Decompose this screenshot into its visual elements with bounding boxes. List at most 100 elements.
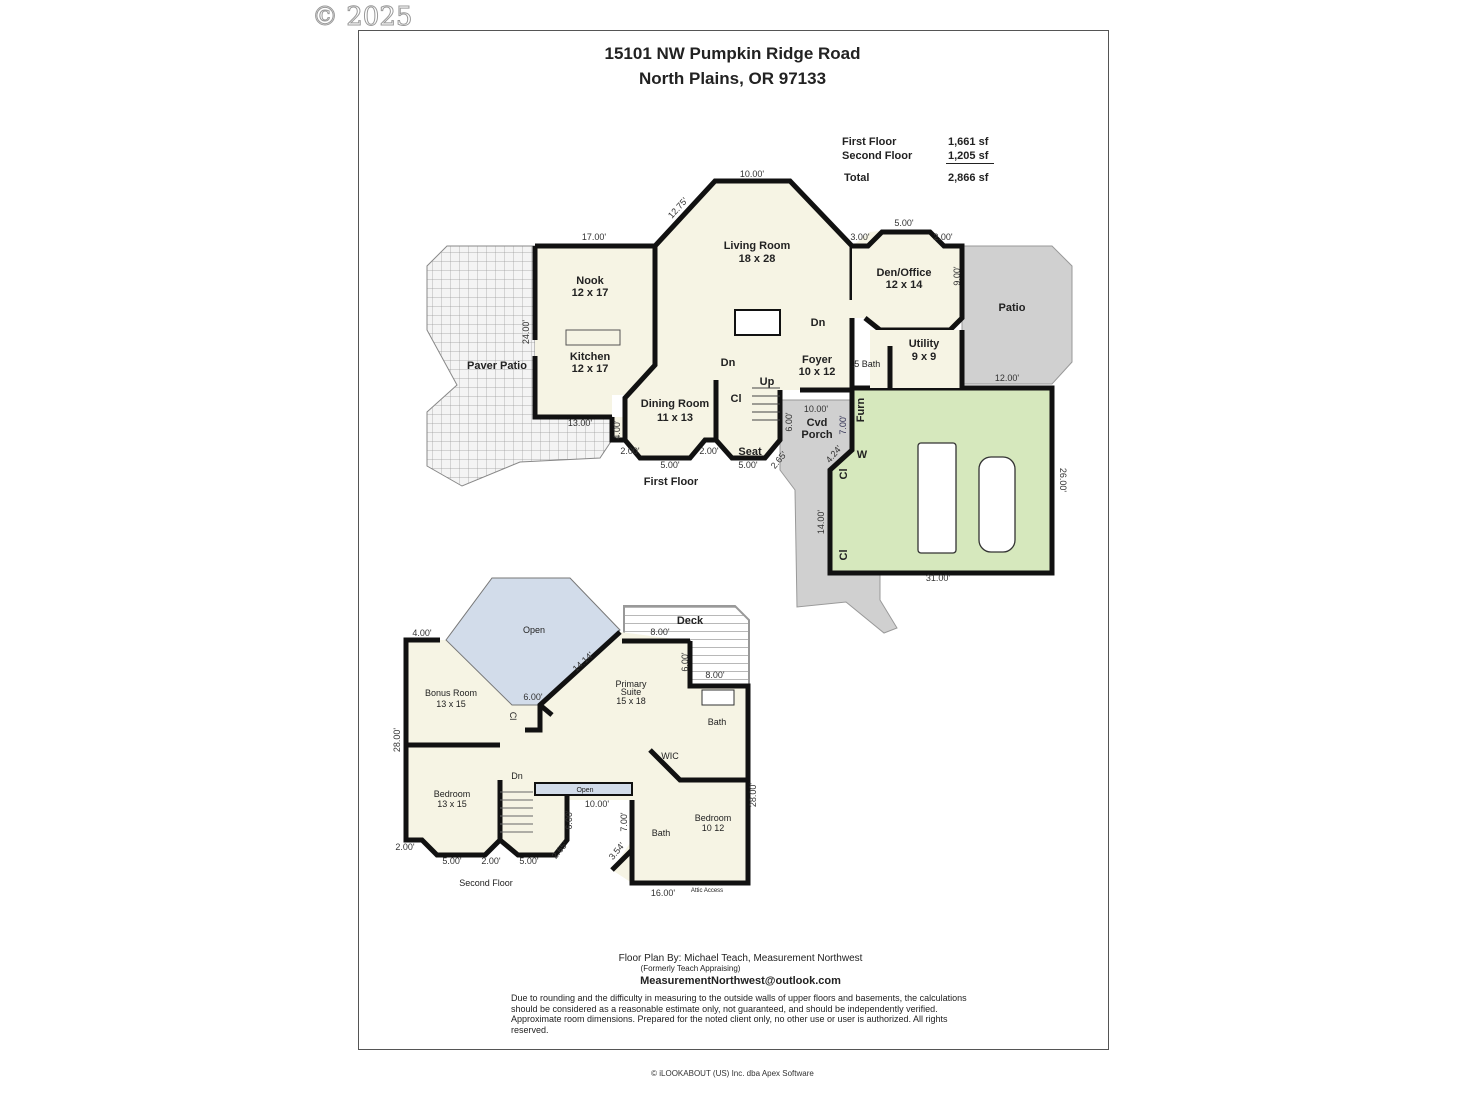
copyright-watermark: © 2025 [311, 2, 413, 33]
dimension: 28.00' [748, 783, 758, 808]
room-size-nook: 12 x 17 [572, 287, 609, 299]
bathtub [701, 689, 735, 706]
room-label-bath: Bath [652, 828, 671, 838]
room-label-porch-2: Porch [801, 429, 832, 441]
room-label-half-bath: .5 Bath [852, 359, 881, 369]
area-value: 2,866 sf [948, 172, 989, 184]
room-label-primary-2: Suite [621, 687, 642, 697]
room-label-deck: Deck [677, 615, 704, 627]
dimension: 10.00' [585, 799, 610, 809]
disclaimer: Due to rounding and the difficulty in me… [511, 993, 967, 1035]
room-label-wic: WIC [661, 751, 679, 761]
room-label-porch: Cvd [807, 417, 828, 429]
divider [946, 163, 994, 164]
fireplace [734, 309, 781, 336]
dimension: 14.00' [816, 510, 826, 535]
area-label: First Floor [842, 136, 897, 148]
room-label-bonus: Bonus Room [425, 688, 477, 698]
area-label: Second Floor [842, 150, 913, 162]
room-label-utility: Utility [909, 338, 940, 350]
room-label-garage-closet: Cl [838, 469, 850, 480]
second-floor-walls [403, 630, 751, 886]
room-size-bedroom: 10 12 [702, 823, 725, 833]
room-size-utility: 9 x 9 [912, 351, 936, 363]
dimension: 5.00' [660, 460, 680, 470]
dimension: 5.00' [519, 856, 539, 866]
dimension: 2.00' [481, 856, 501, 866]
room-label-patio: Patio [999, 302, 1026, 314]
patio [961, 245, 1073, 385]
kitchen-walls [532, 243, 655, 420]
room-size-den: 12 x 14 [886, 279, 924, 291]
dimension: 6.00' [784, 412, 794, 432]
room-label-living: Living Room [724, 240, 791, 252]
contact-email: MeasurementNorthwest@outlook.com [640, 975, 841, 987]
room-label-furnace: Furn [855, 398, 867, 423]
room-label-dining: Dining Room [641, 398, 710, 410]
dimension: 7.00' [838, 415, 848, 435]
dimension: 10.00' [804, 404, 829, 414]
dimension: 28.00' [392, 728, 402, 753]
formerly-note: (Formerly Teach Appraising) [640, 964, 741, 973]
dimension: 5.00' [894, 218, 914, 228]
first-floor [426, 178, 1073, 634]
dimension: 6.00' [523, 692, 543, 702]
room-label-bedroom: Bedroom [695, 813, 732, 823]
room-label-attic: Attic Access [691, 888, 723, 894]
room-label-bath: Bath [708, 717, 727, 727]
stairs-down-label: Dn [721, 357, 736, 369]
area-label: Total [844, 172, 870, 184]
stairs [752, 387, 780, 421]
dimension: 2.00' [699, 446, 719, 456]
address-line-2: North Plains, OR 97133 [638, 69, 827, 88]
room-label-closet: Cl [731, 393, 742, 405]
room-label-open: Open [523, 625, 545, 635]
dimension: 26.00' [1058, 468, 1068, 493]
second-floor [403, 577, 751, 886]
room-label-foyer: Foyer [802, 354, 833, 366]
dimension: 4.00' [612, 420, 622, 440]
dimension: 2.00' [620, 446, 640, 456]
kitchen-island [565, 329, 621, 346]
first-floor-label: First Floor [644, 476, 699, 488]
dimension: 3.00' [850, 232, 870, 242]
room-label-den: Den/Office [876, 267, 931, 279]
dimension: 13.00' [568, 418, 593, 428]
room-label-open: Open [576, 787, 593, 794]
address-line-1: 15101 NW Pumpkin Ridge Road [604, 44, 861, 63]
area-value: 1,661 sf [948, 136, 989, 148]
vehicles [917, 442, 1016, 554]
room-size-primary: 15 x 18 [616, 696, 646, 706]
dimension: 4.00' [412, 628, 432, 638]
document-frame [358, 30, 1109, 1050]
stairs [500, 791, 533, 833]
living-dining-foyer [612, 181, 852, 458]
second-floor-area [406, 632, 748, 883]
dimension: 6.00' [564, 810, 574, 830]
car-icon [978, 456, 1016, 553]
area-value: 1,205 sf [948, 150, 989, 162]
room-size-bedroom: 13 x 15 [437, 799, 467, 809]
second-floor-label: Second Floor [459, 878, 513, 888]
stair-open-area [534, 782, 633, 796]
room-size-dining: 11 x 13 [657, 412, 693, 424]
kitchen-nook [535, 246, 655, 417]
dimension: 17.00' [582, 232, 607, 242]
dimension: 8.00' [705, 670, 725, 680]
software-credit: © iLOOKABOUT (US) Inc. dba Apex Software [651, 1069, 814, 1078]
dimension: 6.00' [680, 652, 690, 672]
dimension: 7.00' [619, 812, 629, 832]
room-size-bonus: 13 x 15 [436, 699, 466, 709]
dimension: 2.00' [395, 842, 415, 852]
dimension: 24.00' [521, 320, 531, 345]
open-to-below [445, 577, 621, 706]
stairs-up-label: Up [760, 376, 775, 388]
room-label-kitchen: Kitchen [570, 351, 611, 363]
floor-plan-by: Floor Plan By: Michael Teach, Measuremen… [618, 953, 863, 964]
stairs-down-label: Dn [811, 317, 826, 329]
room-size-kitchen: 12 x 17 [572, 363, 609, 375]
utility-room [870, 330, 962, 388]
dimension: 8.00' [650, 627, 670, 637]
room-label-closet: Cl [508, 712, 518, 721]
